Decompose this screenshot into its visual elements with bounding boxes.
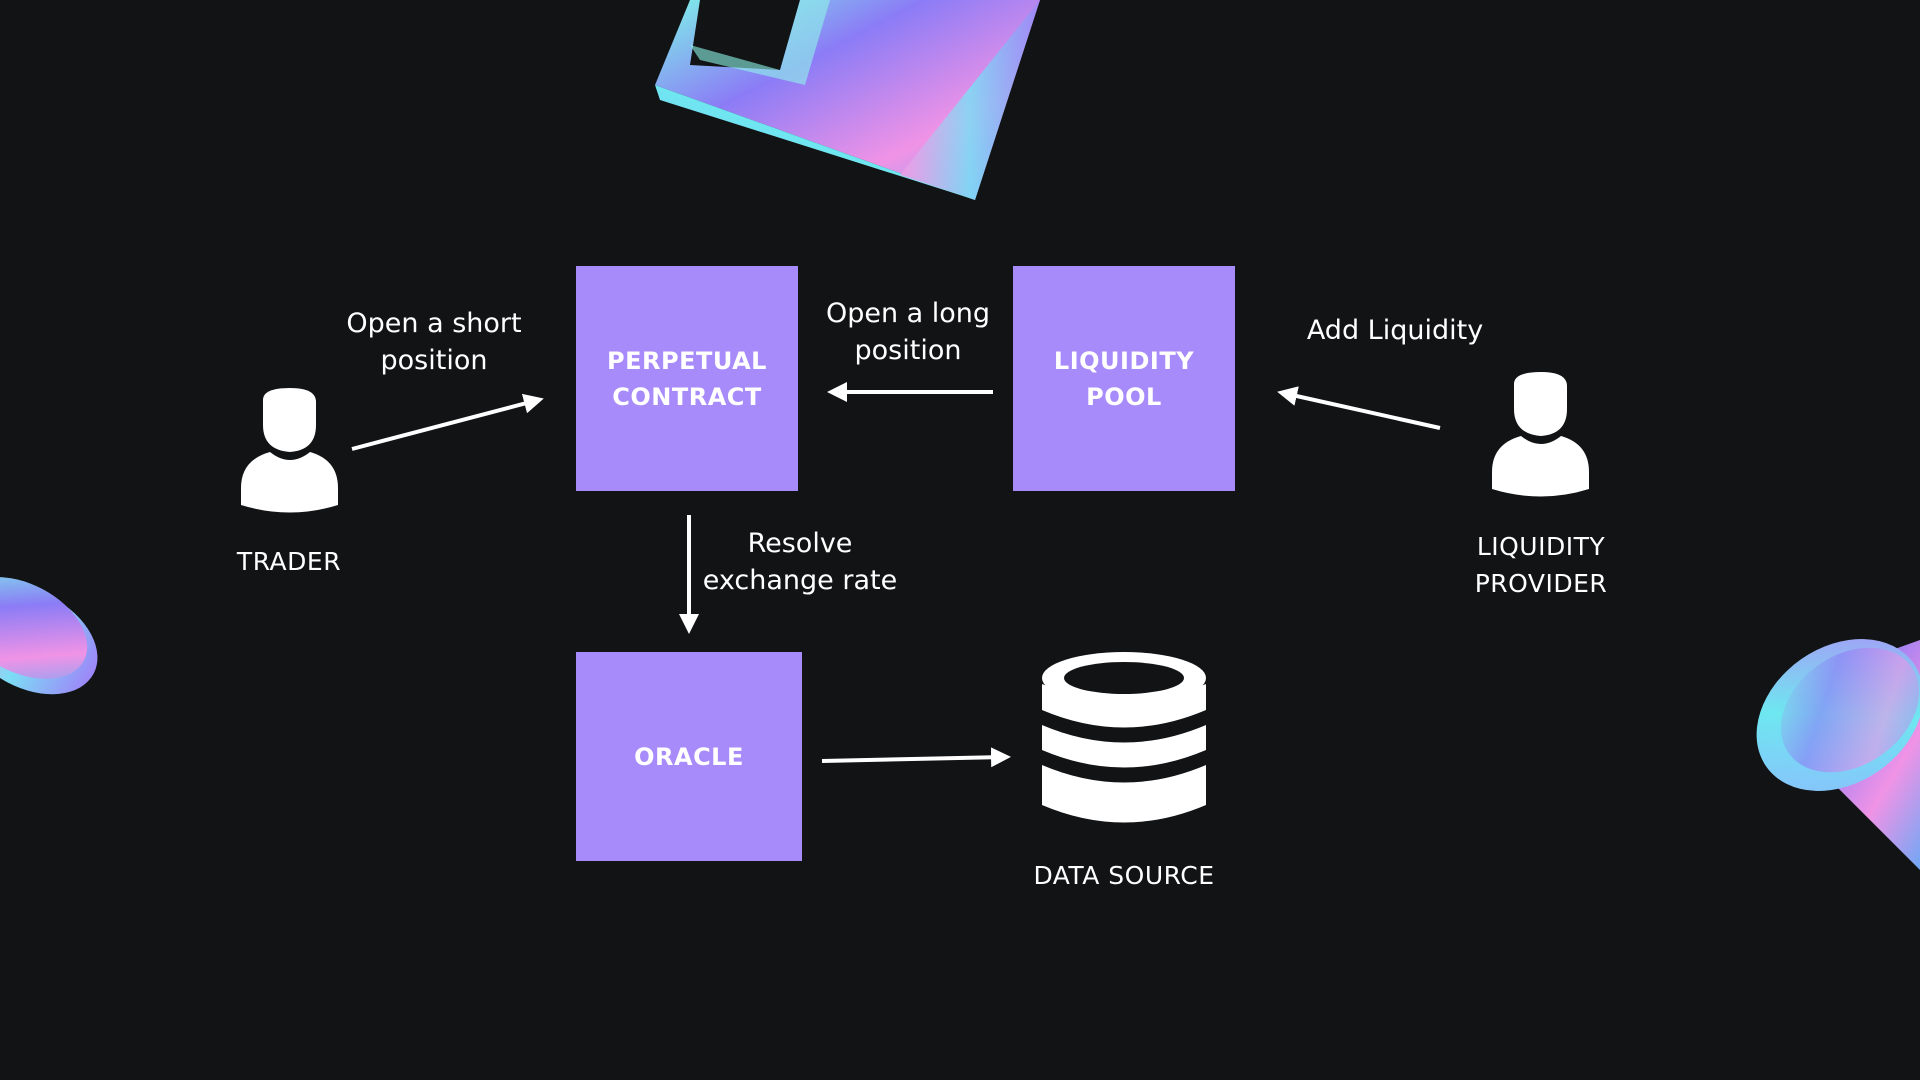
edge-label-resolve-rate: Resolve exchange rate [680, 525, 920, 599]
database-icon [1042, 652, 1206, 823]
edge-label-add-liquidity: Add Liquidity [1285, 312, 1505, 349]
data-source-label: DATA SOURCE [1004, 857, 1244, 894]
trader-label: TRADER [199, 543, 379, 580]
arrow-trader-to-contract [351, 393, 544, 451]
trader-text: TRADER [236, 547, 342, 576]
perpetual-contract-node: PERPETUAL CONTRACT [576, 266, 798, 491]
liquidity-pool-line1: LIQUIDITY [1053, 346, 1195, 375]
oracle-node: ORACLE [576, 652, 802, 861]
perpetual-contract-line1: PERPETUAL [607, 346, 767, 375]
short-position-line2: position [380, 345, 488, 376]
oracle-label: ORACLE [634, 742, 744, 771]
add-liquidity-text: Add Liquidity [1306, 315, 1484, 346]
edge-label-short-position: Open a short position [314, 305, 554, 379]
liquidity-provider-label: LIQUIDITY PROVIDER [1441, 528, 1641, 602]
trader-user-icon [241, 388, 338, 513]
arrow-oracle-to-datasource [821, 747, 1011, 768]
short-position-line1: Open a short [346, 308, 522, 339]
long-position-line2: position [854, 335, 962, 366]
liquidity-pool-line2: POOL [1086, 382, 1162, 411]
perpetual-contract-line2: CONTRACT [612, 382, 762, 411]
data-source-text: DATA SOURCE [1033, 861, 1215, 890]
holographic-disc-left [0, 577, 98, 695]
liquidity-pool-node: LIQUIDITY POOL [1013, 266, 1235, 491]
holographic-cylinder-right [1756, 639, 1920, 870]
resolve-line2: exchange rate [702, 565, 898, 596]
edge-label-long-position: Open a long position [798, 295, 1018, 369]
resolve-line1: Resolve [747, 528, 853, 559]
holographic-frame-shape [655, 0, 1040, 200]
arrow-provider-to-pool [1277, 386, 1441, 430]
long-position-line1: Open a long [825, 298, 991, 329]
liquidity-provider-line2: PROVIDER [1474, 569, 1608, 598]
liquidity-provider-line1: LIQUIDITY [1476, 532, 1606, 561]
provider-user-icon [1492, 372, 1589, 497]
